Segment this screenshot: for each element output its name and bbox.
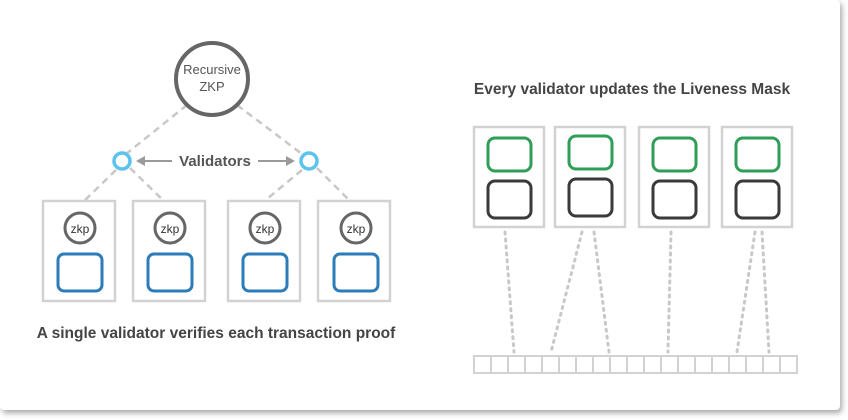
liveness-mask bbox=[473, 355, 798, 374]
transaction-card: zkp bbox=[131, 199, 207, 303]
tree-lines bbox=[81, 104, 353, 204]
validator-card bbox=[720, 125, 794, 229]
diagram-card: Recursive ZKP Validators zkp zkp zkp zkp… bbox=[36, 41, 798, 374]
validator-node-left bbox=[112, 151, 132, 171]
left-caption: A single validator verifies each transac… bbox=[37, 325, 396, 342]
transaction-box bbox=[56, 252, 104, 293]
recursive-zkp-label-line1: Recursive bbox=[183, 62, 241, 77]
state-box bbox=[651, 179, 698, 220]
diagram-canvas: Recursive ZKP Validators zkp zkp zkp zkp… bbox=[37, 41, 798, 374]
transaction-box bbox=[241, 252, 289, 293]
mask-bit-box bbox=[486, 136, 533, 173]
transaction-box bbox=[332, 252, 380, 293]
zkp-label: zkp bbox=[347, 222, 366, 236]
validator-node-right bbox=[299, 151, 319, 171]
recursive-zkp-label-line2: ZKP bbox=[199, 79, 224, 94]
arrow-head-left bbox=[136, 156, 145, 166]
zkp-label: zkp bbox=[161, 222, 180, 236]
right-title: Every validator updates the Liveness Mas… bbox=[474, 81, 791, 98]
recursive-zkp-node: Recursive ZKP bbox=[174, 41, 250, 117]
validator-card bbox=[637, 125, 711, 229]
transaction-card: zkp bbox=[41, 199, 117, 303]
validator-card bbox=[472, 125, 546, 229]
zkp-label: zkp bbox=[256, 222, 275, 236]
transaction-box bbox=[146, 252, 194, 293]
state-box bbox=[567, 177, 614, 218]
mask-connectors bbox=[503, 230, 771, 354]
state-box bbox=[734, 179, 781, 220]
validator-card bbox=[553, 125, 627, 229]
mask-bit-box bbox=[651, 136, 698, 173]
transaction-card: zkp bbox=[316, 199, 392, 303]
state-box bbox=[486, 179, 533, 220]
validators-label: Validators bbox=[179, 153, 251, 170]
arrow-head-right bbox=[286, 156, 295, 166]
zkp-label: zkp bbox=[71, 222, 90, 236]
mask-bit-box bbox=[567, 134, 614, 171]
mask-bit-box bbox=[734, 136, 781, 173]
transaction-card: zkp bbox=[226, 199, 302, 303]
